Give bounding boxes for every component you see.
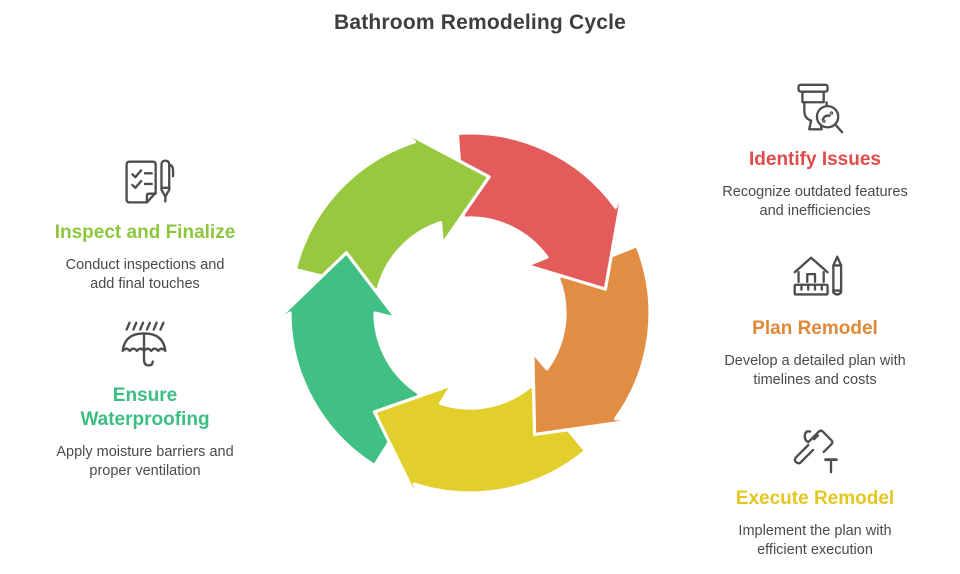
step-title: Ensure Waterproofing: [80, 385, 210, 430]
cycle-arrow-plan-remodel: [531, 244, 652, 436]
page-title: Bathroom Remodeling Cycle: [333, 11, 627, 34]
hammer-nail-icon: [784, 419, 846, 477]
step-plan-remodel: Plan Remodel Develop a detailed plan wit…: [700, 249, 930, 389]
toilet-search-icon: [783, 80, 847, 138]
step-description: Conduct inspections and add final touche…: [65, 257, 225, 292]
cycle-diagram: [267, 125, 652, 510]
step-title: Inspect and Finalize: [54, 222, 236, 243]
step-description: Develop a detailed plan with timelines a…: [724, 353, 906, 388]
step-title: Execute Remodel: [735, 488, 895, 509]
step-inspect-and-finalize: Inspect and Finalize Conduct inspections…: [35, 153, 255, 293]
step-execute-remodel: Execute Remodel Implement the plan with …: [700, 419, 930, 559]
step-description: Implement the plan with efficient execut…: [738, 523, 892, 558]
step-title: Plan Remodel: [752, 318, 878, 339]
checklist-pen-icon: [114, 153, 176, 211]
step-description: Recognize outdated features and ineffici…: [722, 184, 908, 219]
step-title: Identify Issues: [749, 149, 881, 170]
umbrella-rain-icon: [114, 316, 176, 374]
house-ruler-pencil-icon: [783, 249, 847, 307]
step-ensure-waterproofing: Ensure Waterproofing Apply moisture barr…: [35, 316, 255, 480]
cycle-arrow-identify-issues: [455, 131, 626, 291]
step-description: Apply moisture barriers and proper venti…: [56, 444, 234, 479]
step-identify-issues: Identify Issues Recognize outdated featu…: [700, 80, 930, 220]
